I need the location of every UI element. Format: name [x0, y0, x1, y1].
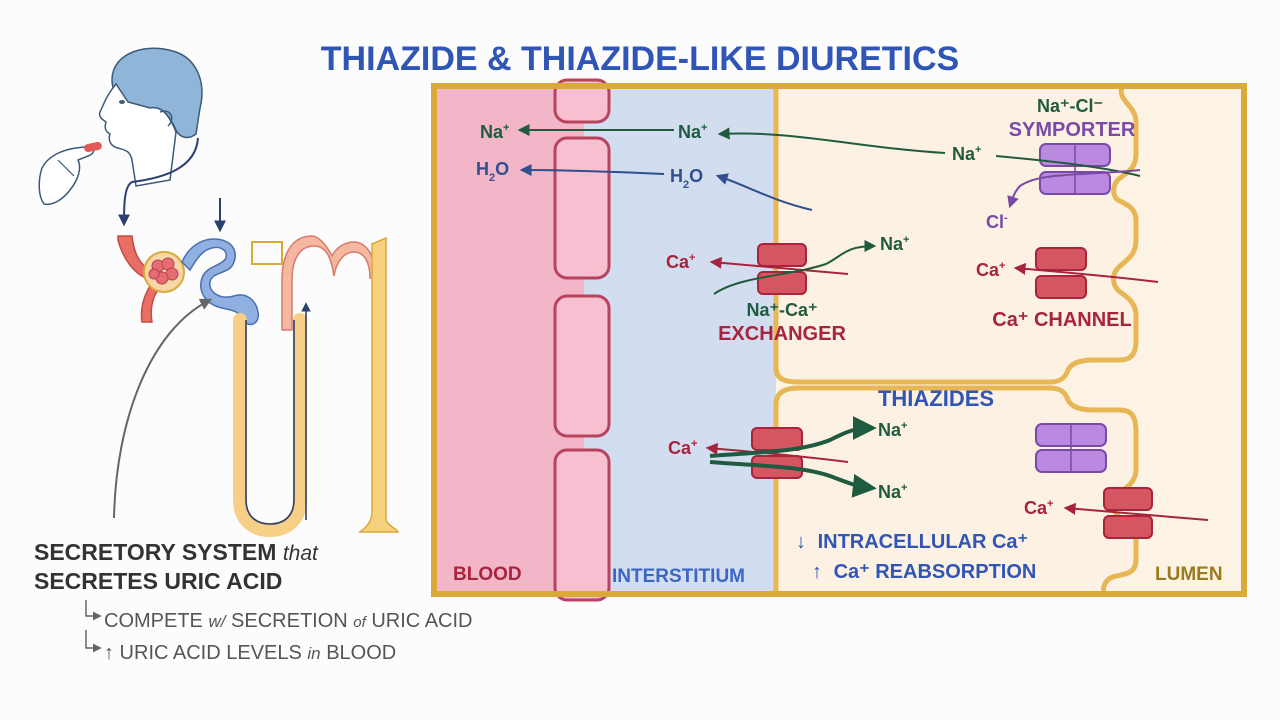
- note-bullet2-a: ↑ URIC ACID LEVELS: [104, 642, 302, 664]
- exchanger-na-label: Na+: [880, 234, 909, 254]
- secretion-pointer: [113, 298, 213, 519]
- symporter-cl-label: Cl-: [986, 212, 1008, 232]
- na-interstitium-label: Na+: [678, 122, 707, 142]
- zoom-box: [251, 241, 283, 265]
- loop-of-henle-desc: [233, 313, 307, 538]
- svg-text:↑ URIC ACID LEVELS in: ↑ URIC ACID LEVELS in BLOOD: [104, 642, 396, 664]
- pill-icon: [84, 141, 102, 153]
- channel-ca-label-top: Ca+: [976, 260, 1005, 280]
- nacl-symporter-blocked: [1035, 423, 1107, 473]
- person-face: [98, 82, 177, 187]
- exchanger-na-label-bottom-2: Na+: [878, 482, 907, 502]
- renal-vessel-out: [140, 285, 160, 323]
- h2o-interstitium-label: H2O: [670, 166, 703, 191]
- glomerulus: [148, 257, 179, 285]
- exchanger-ca-label: Ca+: [666, 252, 695, 272]
- bullet-arrow-1: [85, 600, 102, 621]
- symporter-label-2: SYMPORTER: [1009, 119, 1136, 141]
- h2o-arrow-from-cell: [715, 173, 813, 211]
- loop-of-henle-inner: [245, 320, 295, 525]
- note-bullet1-e: URIC ACID: [371, 610, 472, 632]
- interstitium-region: [584, 86, 776, 594]
- symporter-na-label: Na+: [952, 144, 981, 164]
- symporter-label-1: Na⁺-Cl⁻: [1037, 96, 1103, 116]
- capillary-wall: [553, 78, 611, 602]
- note-bullet1-a: COMPETE: [104, 610, 203, 632]
- svg-text:COMPETE w/ SECRETI: COMPETE w/ SECRETION of URIC ACID: [104, 610, 472, 632]
- note-bullet1-c: SECRETION: [231, 610, 348, 632]
- up-arrow-icon: ↑: [812, 561, 822, 583]
- exchanger-na-arrow-bottom-2: [709, 460, 877, 498]
- uric-acid-notes: SECRETORY SYSTEM that SECRETES URIC ACID…: [34, 539, 472, 664]
- proximal-tubule: [181, 238, 260, 326]
- symporter-cl-arrow: [1007, 169, 1141, 209]
- panel-frame: [431, 83, 1247, 597]
- exchanger-ca-arrow: [709, 256, 849, 275]
- note-bullet1-d: of: [353, 614, 367, 631]
- tubule-cell-panel: BLOOD INTERSTITIUM LUMEN Na+ Na+ H2O H2O…: [431, 78, 1247, 602]
- exchanger-label-2: EXCHANGER: [718, 323, 846, 345]
- person-finger: [57, 159, 75, 177]
- h2o-arrow-to-blood: [519, 164, 665, 177]
- ca-channel-arrow-bottom: [1063, 502, 1209, 521]
- ca-channel-top: [1035, 247, 1087, 299]
- svg-text:SECRETORY SYSTEM that: SECRETORY SYSTEM that: [34, 539, 319, 565]
- exchanger-na-label-bottom-1: Na+: [878, 420, 907, 440]
- ca-channel-bottom: [1103, 487, 1153, 539]
- exchanger-ca-label-bottom: Ca+: [668, 438, 697, 458]
- person-eye: [119, 100, 125, 104]
- exchanger-na-arrow-bottom-1: [709, 416, 877, 458]
- symporter-na-path: [995, 155, 1141, 177]
- ingestion-arrow: [118, 137, 199, 227]
- interstitium-label: INTERSTITIUM: [612, 566, 745, 587]
- blood-label: BLOOD: [453, 564, 522, 585]
- nacl-symporter: [1039, 143, 1111, 195]
- nephron-illustration: [117, 198, 400, 538]
- exchanger-label-1: Na⁺-Ca⁺: [746, 300, 817, 320]
- channel-ca-label-bottom: Ca+: [1024, 498, 1053, 518]
- note-bullet2-c: BLOOD: [326, 642, 396, 664]
- naca-exchanger-top: [757, 243, 807, 295]
- page-title: THIAZIDE & THIAZIDE-LIKE DIURETICS: [321, 40, 959, 78]
- h2o-blood-label: H2O: [476, 159, 509, 184]
- lumen-label: LUMEN: [1155, 564, 1223, 585]
- note-heading-a: SECRETORY SYSTEM: [34, 539, 276, 565]
- note-bullet1-b: w/: [208, 612, 227, 631]
- effect-ca-reabsorption: ↑ Ca⁺ REABSORPTION: [812, 561, 1036, 583]
- na-arrow-from-cell: [717, 127, 946, 154]
- note-heading-line2: SECRETES URIC ACID: [34, 568, 282, 594]
- person-ear: [159, 110, 173, 127]
- na-blood-label: Na+: [480, 122, 509, 142]
- ca-channel-arrow-top: [1013, 262, 1159, 283]
- ca-channel-label: Ca⁺ CHANNEL: [992, 309, 1131, 331]
- down-arrow-icon: ↓: [796, 531, 806, 553]
- thiazides-label: THIAZIDES: [878, 386, 994, 411]
- exchanger-na-arrow: [713, 240, 877, 295]
- person-illustration: [38, 47, 203, 206]
- exchanger-ca-arrow-bottom: [705, 442, 849, 463]
- bullet-arrow-2: [85, 630, 102, 653]
- note-bullet2-b: in: [307, 644, 320, 663]
- person-hand: [38, 145, 95, 206]
- effect-intracellular-ca: ↓ INTRACELLULAR Ca⁺: [796, 531, 1028, 553]
- note-heading-b: that: [283, 542, 319, 565]
- collecting-duct: [357, 236, 400, 533]
